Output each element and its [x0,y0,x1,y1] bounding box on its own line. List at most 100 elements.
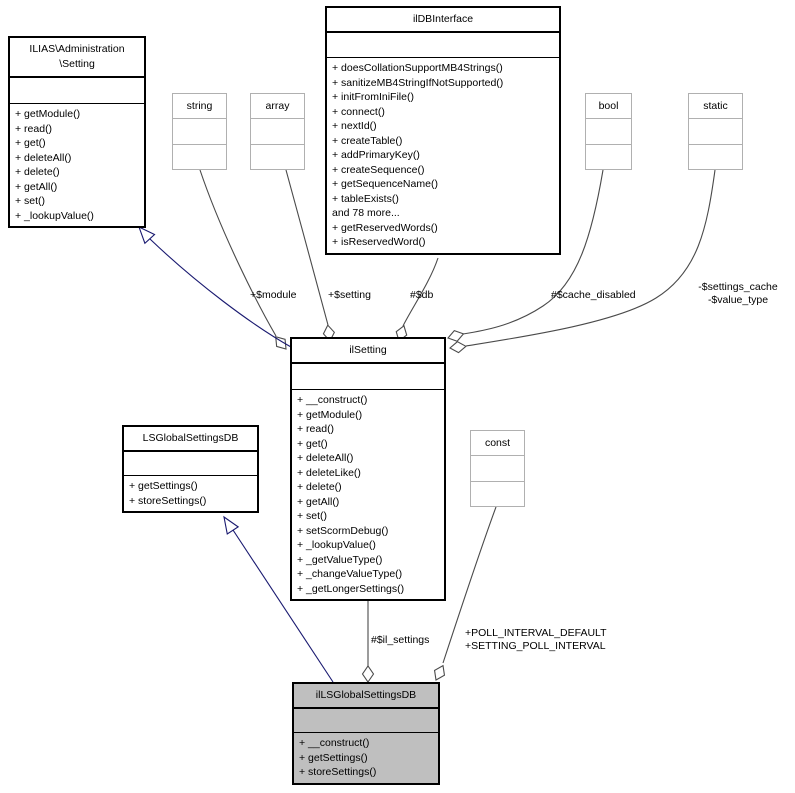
edge-static-to-ilsetting [465,169,716,347]
type-title: string [173,94,226,119]
class-title: LSGlobalSettingsDB [124,427,257,452]
member-label: + getModule() [297,408,363,421]
type-attributes-section [689,119,742,145]
member-label: + storeSettings() [129,494,207,507]
member-label: + set() [297,510,328,522]
class-title: ilLSGlobalSettingsDB [294,684,438,709]
type-methods-section [251,145,304,170]
edge-label-setting: +$setting [328,289,371,301]
member-label: + _changeValueType() [297,568,403,580]
type-title: const [471,431,524,456]
class-methods-list: + getModule()+ read()+ get()+ deleteAll(… [10,104,144,226]
type-box-string: string [172,93,227,170]
member-label: + getAll() [297,495,340,508]
member-label: + deleteAll() [15,151,72,164]
type-attributes-section [586,119,631,145]
member-label: + doesCollationSupportMB4Strings() [332,62,503,74]
class-attributes-section [10,78,144,104]
type-methods-section [689,145,742,170]
member-label: + initFromIniFile() [332,91,414,103]
class-box-ildbinterface[interactable]: ilDBInterface + doesCollationSupportMB4S… [325,6,561,255]
member-label: + set() [15,195,46,207]
class-methods-list: + getSettings() + storeSettings() [124,476,257,511]
member-label: + delete() [297,481,342,493]
member-label: + getReservedWords() [332,221,438,234]
type-attributes-section [471,456,524,482]
edge-ilsetting-extends-setting [149,238,292,348]
diamond-poll-constants [433,664,446,681]
member-label: + isReservedWord() [332,236,426,248]
diamond-cache-disabled [447,329,465,342]
member-label: + delete() [15,166,60,178]
type-methods-section [586,145,631,170]
member-label: + getSequenceName() [332,178,438,190]
member-label: + read() [297,423,335,435]
edge-illsglobalsettingsdb-implements-lsglobalsettingsdb [232,529,334,683]
type-methods-section [173,145,226,170]
member-label: + deleteAll() [297,452,354,464]
type-title: bool [586,94,631,119]
member-label: + getModule() [15,108,81,120]
inheritance-edges [149,238,334,683]
class-methods-list: + __construct() + getModule() + read() + ge… [292,390,444,599]
member-label: + tableExists() [332,192,399,205]
member-label: + storeSettings() [299,766,377,778]
member-label: + _getValueType() [297,553,383,566]
class-attributes-section [294,709,438,733]
member-label: + sanitizeMB4StringIfNotSupported() [332,76,504,89]
type-box-array: array [250,93,305,170]
member-label: + get() [15,137,46,149]
member-label: + __construct() [299,737,370,749]
class-box-ilsetting[interactable]: ilSetting + __construct()+ getModule()+ … [290,337,446,601]
class-attributes-section [327,33,559,58]
diamond-il-settings [361,665,375,683]
member-label: + _getLongerSettings() [297,582,405,595]
class-title: ILIAS\Administration \Setting [10,38,144,78]
member-label: + setScormDebug() [297,524,389,537]
aggregation-edges [199,169,716,666]
member-label: + addPrimaryKey() [332,149,420,161]
member-label: and 78 more... [332,207,400,219]
member-label: + deleteLike() [297,466,361,479]
edge-bool-to-ilsetting [462,169,604,335]
type-title: static [689,94,742,119]
class-box-ilias-administration-setting[interactable]: ILIAS\Administration \Setting + getModul… [8,36,146,228]
class-attributes-section [292,364,444,390]
member-label: + nextId() [332,120,377,132]
member-label: + _lookupValue() [297,539,376,551]
class-box-illsglobalsettingsdb[interactable]: ilLSGlobalSettingsDB + __construct()+ ge… [292,682,440,785]
member-label: + _lookupValue() [15,209,94,222]
edge-array-to-ilsetting [285,169,329,326]
class-methods-list: + __construct()+ getSettings()+ storeSet… [294,733,438,783]
member-label: + __construct() [297,394,368,406]
member-label: + getAll() [15,180,58,193]
type-attributes-section [173,119,226,145]
type-box-bool: bool [585,93,632,170]
edge-label-db: #$db [410,289,434,301]
member-label: + getSettings() [129,480,198,492]
type-attributes-section [251,119,304,145]
member-label: + get() [297,437,328,450]
member-label: + createTable() [332,134,403,147]
member-label: + createSequence() [332,163,425,176]
edge-label-cache-disabled: #$cache_disabled [551,289,636,301]
class-title: ilSetting [292,339,444,364]
diamond-module [275,335,287,350]
edge-label-il-settings: #$il_settings [371,634,430,646]
inheritance-arrowheads [138,225,240,535]
class-box-lsglobalsettingsdb[interactable]: LSGlobalSettingsDB + getSettings() + stor… [122,425,259,513]
edge-const-to-illsglobalsettingsdb [442,506,497,664]
edge-label-settings-cache: -$settings_cache -$value_type [698,281,778,306]
type-methods-section [471,482,524,507]
type-box-const: const [470,430,525,507]
edge-string-to-ilsetting [199,169,277,337]
type-box-static: static [688,93,743,170]
member-label: + connect() [332,105,385,118]
arrowhead-lsglobalsettingsdb [223,515,240,535]
class-attributes-section [124,452,257,476]
class-methods-list: + doesCollationSupportMB4Strings() + sani… [327,58,559,253]
edge-ildbinterface-to-ilsetting [402,257,439,327]
arrowhead-setting [138,225,156,245]
edge-label-module: +$module [250,289,297,301]
